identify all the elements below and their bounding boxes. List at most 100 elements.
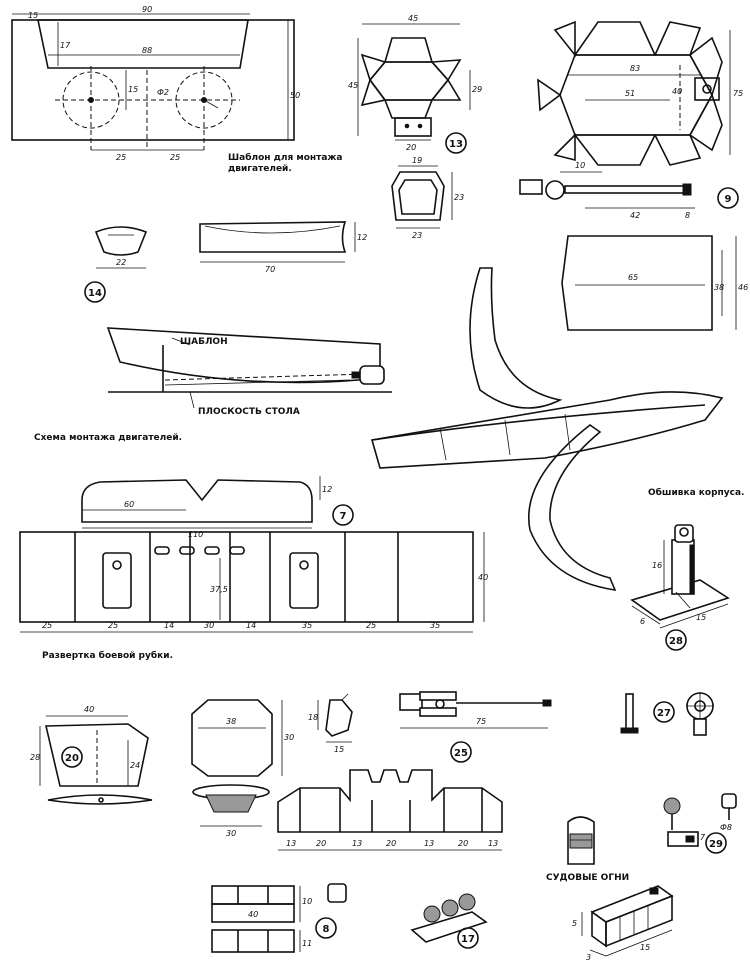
dim-hull-46: 46 xyxy=(738,283,748,292)
dim-14-22: 22 xyxy=(116,258,126,267)
dim-28-15: 15 xyxy=(696,613,706,622)
part-number-7: 7 xyxy=(340,511,347,522)
dim-hull-65: 65 xyxy=(628,273,638,282)
dim-9-42: 42 xyxy=(630,211,640,220)
light-box-drawing xyxy=(581,885,674,957)
dim-strip-20a: 20 xyxy=(316,839,326,848)
dim-20-40: 40 xyxy=(84,705,94,714)
dim-7-60: 60 xyxy=(124,500,134,509)
dim-20-24: 24 xyxy=(130,761,140,770)
part-number-27: 27 xyxy=(657,708,671,719)
caption-engine-template-2: двигателей. xyxy=(228,164,292,174)
dim-box-19: 19 xyxy=(412,156,422,165)
dim-bracket-18: 18 xyxy=(308,713,318,722)
dim-hull-38: 38 xyxy=(714,283,724,292)
dim-9-8: 8 xyxy=(685,211,690,220)
dim-oct-30b: 30 xyxy=(226,829,236,838)
dim-20-28: 28 xyxy=(30,753,40,762)
dim-8-11: 11 xyxy=(302,939,312,948)
dim-28-6: 6 xyxy=(640,617,645,626)
part-9-rod xyxy=(519,171,695,209)
dim-box-23b: 23 xyxy=(412,231,422,240)
dim-13-29: 29 xyxy=(472,85,482,94)
dim-rubka-25b: 25 xyxy=(108,621,118,630)
dim-light-3: 3 xyxy=(586,953,591,962)
dim-strip-13c: 13 xyxy=(424,839,434,848)
part-number-29: 29 xyxy=(709,839,723,850)
wheelhouse-development xyxy=(19,531,485,633)
engine-template-drawing xyxy=(11,13,295,151)
engine-scheme-drawing xyxy=(106,327,392,409)
dim-tpl-17: 17 xyxy=(60,41,71,50)
octagon-plate xyxy=(191,699,283,827)
part-number-20: 20 xyxy=(65,753,79,764)
part-7-drawing xyxy=(81,476,321,529)
dim-tpl-15b: 15 xyxy=(128,85,138,94)
dim-oct-30a: 30 xyxy=(284,733,294,742)
dim-tpl-diam: Ф2 xyxy=(157,88,169,97)
label-table-plane: ПЛОСКОСТЬ СТОЛА xyxy=(198,407,300,417)
dim-28-16: 16 xyxy=(652,561,662,570)
part-number-28: 28 xyxy=(669,636,683,647)
dim-tpl-25b: 25 xyxy=(170,153,180,162)
part-27-drawing xyxy=(620,692,714,736)
hex-box-part xyxy=(391,165,453,229)
ship-lights-drawing xyxy=(567,816,595,865)
dim-8-40: 40 xyxy=(248,910,258,919)
label-template: ШАБЛОН xyxy=(180,337,228,347)
caption-engine-scheme: Схема монтажа двигателей. xyxy=(34,433,182,443)
dim-13-45a: 45 xyxy=(408,14,418,23)
dim-rubka-37-5: 37,5 xyxy=(210,585,228,594)
dim-13-45b: 45 xyxy=(348,81,358,90)
part-17-drawing xyxy=(410,893,488,943)
dim-light-15: 15 xyxy=(640,943,650,952)
part-number-8: 8 xyxy=(323,924,330,935)
dim-rubka-14a: 14 xyxy=(164,621,174,630)
dim-9-83: 83 xyxy=(630,64,640,73)
dim-rubka-40: 40 xyxy=(478,573,488,582)
dim-25-75: 75 xyxy=(476,717,486,726)
dim-rubka-35b: 35 xyxy=(430,621,440,630)
part-8-drawing xyxy=(211,883,347,953)
part-number-14: 14 xyxy=(88,288,102,299)
part-13-net xyxy=(357,23,471,141)
side-strip-development xyxy=(277,769,503,851)
dim-tpl-90: 90 xyxy=(142,5,152,14)
dim-tpl-88: 88 xyxy=(142,46,152,55)
hull-plating-flat xyxy=(561,235,737,331)
part-14-drawings xyxy=(94,221,356,269)
dim-8-10: 10 xyxy=(302,897,312,906)
part-number-17: 17 xyxy=(461,934,475,945)
part-number-25: 25 xyxy=(454,748,468,759)
dim-14-70: 70 xyxy=(265,265,275,274)
dim-rubka-25c: 25 xyxy=(366,621,376,630)
dim-oct-38: 38 xyxy=(226,717,236,726)
bracket-part xyxy=(317,693,353,743)
dim-9-75: 75 xyxy=(733,89,743,98)
caption-wheelhouse: Развертка боевой рубки. xyxy=(42,650,173,661)
part-28-drawing xyxy=(630,524,730,629)
dim-tpl-50: 50 xyxy=(290,91,300,100)
dim-rubka-30: 30 xyxy=(204,621,214,630)
dim-tpl-25a: 25 xyxy=(116,153,126,162)
dim-7-110: 110 xyxy=(188,530,203,539)
dim-strip-13d: 13 xyxy=(488,839,498,848)
dim-bracket-15: 15 xyxy=(334,745,344,754)
dim-box-23a: 23 xyxy=(454,193,464,202)
caption-engine-template-1: Шаблон для монтажа xyxy=(228,152,342,163)
dim-rubka-25a: 25 xyxy=(42,621,52,630)
dim-9-51: 51 xyxy=(625,89,635,98)
dim-tpl-15: 15 xyxy=(28,11,38,20)
part-25-drawing xyxy=(399,691,552,729)
caption-hull-plating: Обшивка корпуса. xyxy=(648,487,744,498)
dim-13-20: 20 xyxy=(406,143,416,152)
dim-rubka-14b: 14 xyxy=(246,621,256,630)
part-29-drawing xyxy=(663,793,737,847)
dim-strip-20c: 20 xyxy=(458,839,468,848)
dim-light-5: 5 xyxy=(572,919,577,928)
part-number-9: 9 xyxy=(725,194,732,205)
dim-strip-13a: 13 xyxy=(286,839,296,848)
dim-7-12: 12 xyxy=(322,485,332,494)
part-9-net xyxy=(537,20,731,166)
